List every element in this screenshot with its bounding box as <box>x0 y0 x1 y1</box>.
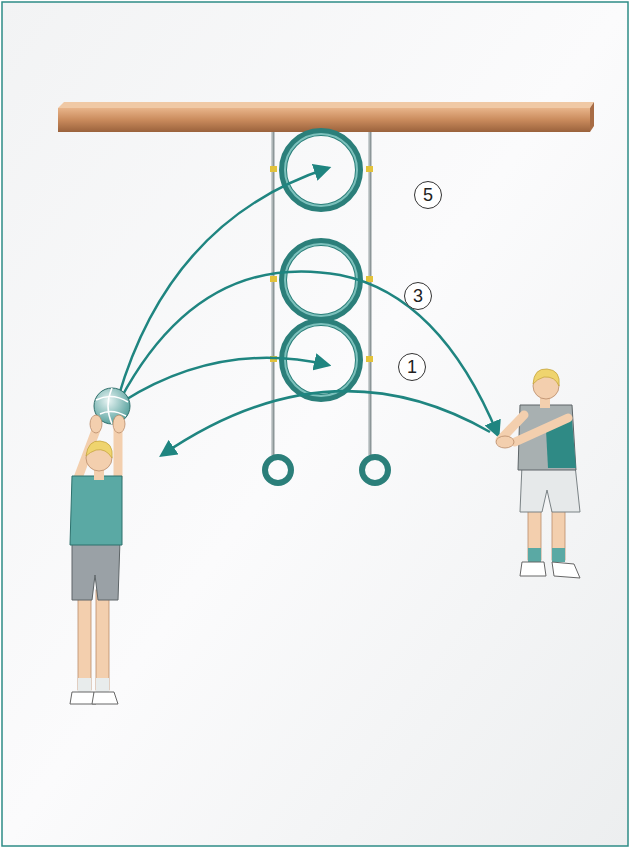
wooden-beam <box>58 102 594 132</box>
callout-circle: 3 <box>404 282 432 310</box>
callout-number: 1 <box>407 358 417 376</box>
rope-highlights <box>272 132 369 455</box>
ball-trajectories <box>118 168 498 455</box>
callout-number: 5 <box>423 186 433 204</box>
ropes <box>273 132 370 455</box>
ring-highlights <box>285 134 357 396</box>
target-rings <box>265 132 388 483</box>
setter-player <box>70 415 125 704</box>
callout-circle: 5 <box>414 181 442 209</box>
callout-circle: 1 <box>398 353 426 381</box>
ring-clips <box>270 166 373 362</box>
passer-player <box>496 369 580 578</box>
callout-number: 3 <box>413 287 423 305</box>
